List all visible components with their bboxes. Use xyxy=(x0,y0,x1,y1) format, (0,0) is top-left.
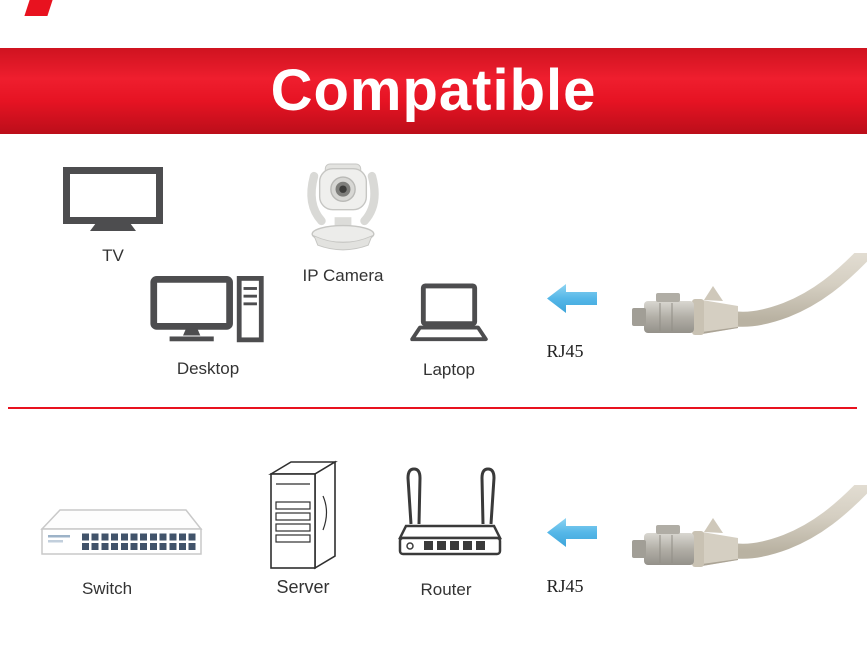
arrow-left-icon xyxy=(547,518,597,552)
rj45-label-top: RJ45 xyxy=(546,341,584,361)
device-label-laptop: Laptop xyxy=(423,360,475,379)
rj45-label-bottom: RJ45 xyxy=(546,576,584,596)
desktop-icon xyxy=(148,276,268,348)
device-label-desktop: Desktop xyxy=(176,359,240,378)
ip-camera-icon xyxy=(301,158,385,254)
arrow-left-icon xyxy=(547,284,597,318)
tv-icon xyxy=(63,167,163,233)
server-icon xyxy=(265,458,341,572)
device-label-tv: TV xyxy=(102,246,124,265)
rj45-cable-icon xyxy=(630,485,867,600)
device-label-router: Router xyxy=(420,580,472,599)
section-divider xyxy=(8,407,857,409)
brand-mark-fragment xyxy=(24,0,53,16)
network-switch-icon xyxy=(38,502,205,562)
title-banner: Compatible xyxy=(0,48,867,134)
device-label-ip-camera: IP Camera xyxy=(302,266,384,285)
device-label-switch: Switch xyxy=(81,579,133,598)
page-title: Compatible xyxy=(270,58,597,123)
laptop-icon xyxy=(410,283,488,345)
device-label-server: Server xyxy=(276,577,330,597)
router-icon xyxy=(396,462,506,564)
rj45-cable-icon xyxy=(630,253,867,368)
